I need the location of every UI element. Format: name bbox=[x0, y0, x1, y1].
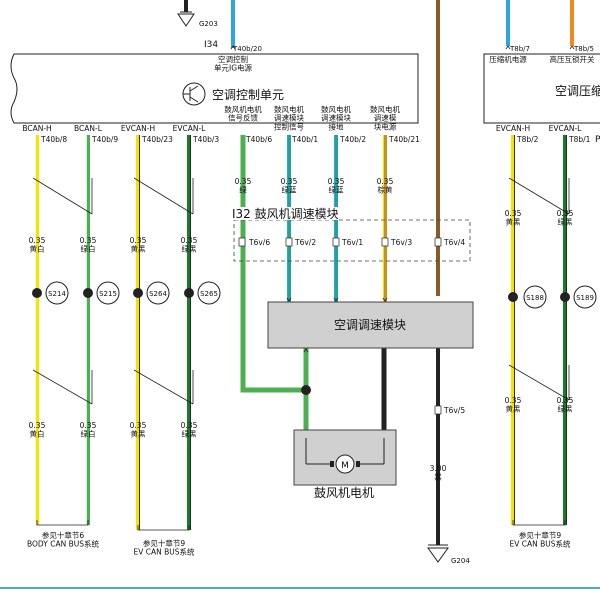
pin-t40b20: T40b/20 bbox=[232, 45, 262, 53]
bracket-ev-can-2 bbox=[512, 520, 566, 526]
pin-t6v4: T6v/4 bbox=[443, 238, 465, 247]
pin-t8b5: T8b/5 bbox=[573, 45, 594, 53]
s215-label: S215 bbox=[99, 290, 117, 298]
splice-s188: S188 bbox=[508, 285, 547, 309]
pin-t6v6: T6v/6 bbox=[248, 238, 270, 247]
pin-evcan-h: EVCAN-H bbox=[121, 124, 155, 133]
r-pin-evcan-h: EVCAN-H bbox=[496, 124, 530, 133]
pin-t40b3: T40b/3 bbox=[192, 135, 219, 144]
hv-interlock-label: 高压互锁开关 bbox=[550, 54, 595, 64]
splice-s215: S215 bbox=[83, 281, 120, 305]
pin-t40b21: T40b/21 bbox=[388, 135, 420, 144]
pin-t40b1: T40b/1 bbox=[291, 135, 318, 144]
s265-label: S265 bbox=[200, 290, 218, 298]
compressor-power-label: 压缩机电源 bbox=[489, 54, 527, 64]
pin-t40b8: T40b/8 bbox=[40, 135, 67, 144]
pin-t6v2: T6v/2 bbox=[294, 238, 316, 247]
pin-t8b2: T8b/2 bbox=[516, 135, 539, 144]
junction-dot bbox=[301, 385, 311, 395]
ac-compressor-box bbox=[483, 53, 600, 124]
speed-module-label: 空调调速模块 bbox=[334, 318, 406, 332]
t6v-pins: T6v/6 T6v/2 T6v/1 T6v/3 T6v/4 T6v/5 bbox=[238, 237, 465, 415]
ac-ig-power-label: 空调控制单元IG电源 bbox=[214, 54, 253, 73]
pin-speed-ctrl: 鼓风电机调速模块控制信号 bbox=[274, 104, 304, 131]
pin-bcan-l: BCAN-L bbox=[74, 124, 103, 133]
i34-label: I34 bbox=[204, 40, 218, 50]
r-pin-evcan-l: EVCAN-L bbox=[549, 124, 583, 133]
pin-t40b2: T40b/2 bbox=[339, 135, 366, 144]
s214-label: S214 bbox=[48, 290, 66, 298]
motor-icon: M bbox=[335, 454, 355, 474]
transistor-icon bbox=[182, 82, 206, 106]
s189-label: S189 bbox=[576, 294, 594, 302]
pin-ground: 鼓风电机调速模块接地 bbox=[321, 104, 351, 131]
ac-control-unit-box bbox=[10, 53, 419, 124]
speed-module-box bbox=[267, 301, 474, 349]
pin-t40b23: T40b/23 bbox=[141, 135, 173, 144]
ac-control-unit-title: 空调控制单元 bbox=[212, 88, 284, 102]
pin-t8b7: T8b/7 bbox=[509, 45, 530, 53]
pin-bcan-h: BCAN-H bbox=[22, 124, 51, 133]
g203-label: G203 bbox=[199, 20, 218, 28]
can-bus-wires-right bbox=[508, 135, 570, 525]
ground-g203: G203 bbox=[177, 0, 218, 28]
edge-p: P bbox=[595, 135, 600, 145]
ac-compressor-title: 空调压缩 bbox=[555, 83, 600, 98]
ground-g204: G204 bbox=[427, 544, 470, 565]
module-pin-markers bbox=[286, 297, 441, 353]
motor-symbol: M bbox=[341, 461, 349, 471]
connector-pins-left: T40b/8 T40b/9 T40b/23 T40b/3 T40b/6 T40b… bbox=[40, 135, 420, 144]
i32-label: I32 鼓风机调速模块 bbox=[232, 207, 339, 221]
splice-s265: S265 bbox=[184, 281, 221, 305]
splice-s214: S214 bbox=[32, 281, 69, 305]
pin-t6v1: T6v/1 bbox=[341, 238, 363, 247]
bracket-ev-can-1 bbox=[137, 525, 190, 531]
bracket-body-can bbox=[36, 520, 89, 526]
pin-evcan-l: EVCAN-L bbox=[173, 124, 207, 133]
pin-t6v5: T6v/5 bbox=[443, 406, 465, 415]
pin-fb-signal: 鼓风机电机信号反馈 bbox=[224, 104, 262, 123]
pin-t40b6: T40b/6 bbox=[245, 135, 272, 144]
blower-motor-label: 鼓风机电机 bbox=[314, 486, 374, 500]
pin-t40b9: T40b/9 bbox=[91, 135, 118, 144]
g204-label: G204 bbox=[451, 557, 470, 565]
splice-s189: S189 bbox=[560, 285, 597, 309]
pin-t6v3: T6v/3 bbox=[390, 238, 412, 247]
pin-t8b1: T8b/1 bbox=[568, 135, 591, 144]
splice-s264: S264 bbox=[133, 281, 170, 305]
s188-label: S188 bbox=[526, 294, 544, 302]
pin-power: 鼓风电机调速模块电源 bbox=[370, 104, 400, 131]
can-bus-wires-left bbox=[32, 135, 194, 530]
i32-connector-box bbox=[233, 219, 471, 262]
s264-label: S264 bbox=[149, 290, 167, 298]
